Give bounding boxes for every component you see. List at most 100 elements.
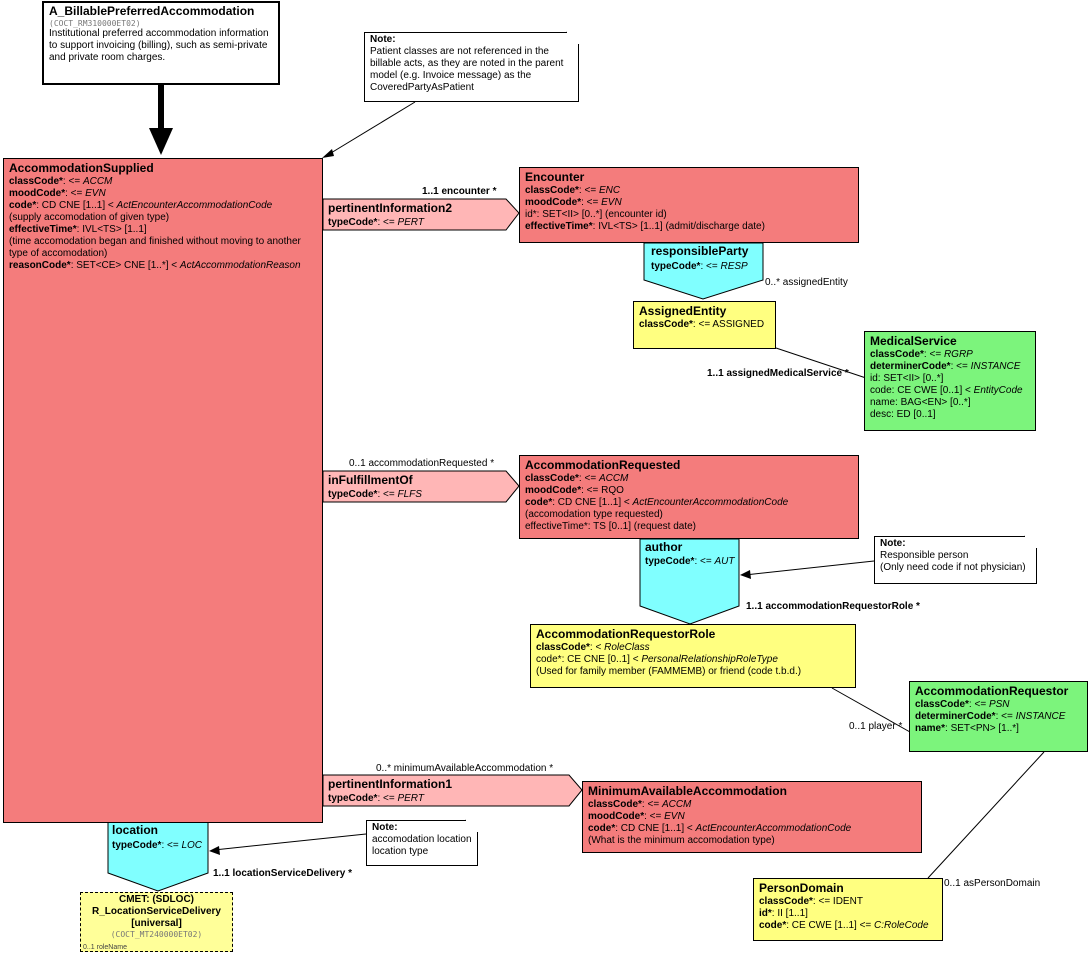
pi2-typecode-rest: : <=	[377, 217, 398, 228]
label-player: 0..1 player *	[849, 721, 903, 732]
note-location-title: Note:	[372, 822, 398, 833]
ma-code-name: code*	[588, 823, 616, 834]
pd-code-name: code*	[759, 920, 787, 931]
ar-classcode-value: ACCM	[598, 473, 629, 484]
label-encounter: 1..1 encounter *	[422, 186, 497, 197]
author-title: author	[645, 540, 683, 554]
location-typecode: typeCode*: <= LOC	[112, 840, 202, 851]
pd-classcode-rest: : <= IDENT	[812, 896, 863, 907]
accommodation-requestor-title: AccommodationRequestor	[915, 684, 1069, 698]
rp-typecode-name: typeCode*	[651, 261, 701, 272]
au-typecode-value: AUT	[714, 556, 735, 567]
cmet-id: (COCT_MT240000ET02)	[110, 930, 203, 939]
accommodation-requested-class: AccommodationRequested classCode*: <= AC…	[519, 455, 859, 539]
pd-classcode-name: classCode*	[759, 896, 813, 907]
ar-code-name: code*	[525, 497, 553, 508]
cmet-line3: [universal]	[131, 918, 182, 929]
assigned-entity-medical-service-line	[775, 347, 867, 379]
ms-determinercode-rest: : <=	[950, 361, 971, 372]
model-header-description: Institutional preferred accommodation in…	[49, 28, 269, 63]
pd-id-rest: : II [1..1]	[771, 908, 808, 919]
ma-classcode-name: classCode*	[588, 799, 642, 810]
rr-classcode-value: RoleClass	[604, 642, 650, 653]
note-patient-connector	[325, 101, 416, 157]
req-determinercode-value: INSTANCE	[1015, 711, 1066, 722]
ae-classcode-rest: : <= ASSIGNED	[692, 319, 765, 330]
medical-service-class: MedicalService classCode* : <= RGRP deter…	[864, 331, 1036, 431]
req-determinercode-name: determinerCode*	[915, 711, 996, 722]
cmet-location-service-delivery: CMET: (SDLOC) R_LocationServiceDelivery …	[80, 892, 233, 952]
as-code-comment: (supply accomodation of given type)	[9, 212, 170, 223]
ms-classcode-value: RGRP	[943, 349, 973, 360]
ms-code-value: EntityCode	[973, 385, 1023, 396]
req-classcode-rest: : <=	[968, 699, 989, 710]
pertinent-information1-title: pertinentInformation1	[328, 777, 453, 791]
as-moodcode-rest: : <=	[65, 188, 86, 199]
pi1-typecode-rest: : <=	[377, 793, 398, 804]
note-responsible-connector	[744, 560, 875, 576]
label-as-person-domain: 0..1 asPersonDomain	[944, 878, 1041, 889]
rr-classcode-rest: : <	[589, 642, 605, 653]
enc-moodcode-rest: : <=	[581, 197, 602, 208]
as-code-value: ActEncounterAccommodationCode	[116, 200, 273, 211]
as-classcode-value: ACCM	[82, 176, 113, 187]
rr-code-comment: (Used for family member (FAMMEMB) or fri…	[536, 666, 802, 677]
ms-determinercode-name: determinerCode*	[870, 361, 951, 372]
responsible-party-shape	[643, 242, 764, 300]
ifo-typecode-value: FLFS	[397, 489, 422, 500]
ms-determinercode-value: INSTANCE	[970, 361, 1021, 372]
ar-code-rest: : CD CNE [1..1] <	[552, 497, 633, 508]
as-moodcode-name: moodCode*	[9, 188, 66, 199]
ma-moodcode-rest: : <=	[644, 811, 665, 822]
pi2-typecode-value: PERT	[397, 217, 424, 228]
pd-id-name: id*	[759, 908, 772, 919]
assigned-entity-class: AssignedEntity classCode*: <= ASSIGNED	[633, 301, 776, 349]
note-patient-title: Note:	[370, 34, 396, 45]
accommodation-supplied-title: AccommodationSupplied	[9, 161, 154, 175]
cmet-line2: R_LocationServiceDelivery	[92, 906, 221, 917]
medical-service-title: MedicalService	[870, 334, 957, 348]
loc-typecode-rest: : <=	[161, 840, 182, 851]
accommodation-requestor-role-class: AccommodationRequestorRole classCode*: <…	[530, 624, 856, 688]
as-classcode-name: classCode*	[9, 176, 63, 187]
enc-id: id*: SET<II> [0..*] (encounter id)	[525, 209, 667, 220]
note-responsible-line1: Responsible person	[880, 550, 969, 561]
ms-classcode-name: classCode*	[870, 349, 924, 360]
note-responsible-arrowhead	[740, 570, 751, 579]
enc-moodcode-value: EVN	[601, 197, 622, 208]
note-location-line1: accomodation location	[372, 834, 472, 845]
pertinent-information1-shape	[322, 774, 583, 807]
label-accommodation-requestor-role: 1..1 accommodationRequestorRole *	[746, 601, 920, 612]
model-header-title: A_BillablePreferredAccommodation	[49, 4, 255, 18]
location-title: location	[112, 823, 159, 837]
label-location-service-delivery: 1..1 locationServiceDelivery *	[213, 868, 352, 879]
as-reasoncode-name: reasonCode*	[9, 260, 71, 271]
note-location-connector	[213, 833, 367, 851]
responsible-party-title: responsibleParty	[651, 244, 749, 258]
model-header-id: (COCT_RM310000ET02)	[49, 19, 141, 28]
pi1-typecode-value: PERT	[397, 793, 424, 804]
responsible-party-typecode: typeCode*: <= RESP	[651, 261, 748, 272]
in-fulfillment-of-shape	[322, 470, 520, 503]
as-effectivetime-name: effectiveTime*	[9, 224, 77, 235]
author-typecode: typeCode*: <= AUT	[645, 556, 734, 567]
ar-moodcode-name: moodCode*	[525, 485, 582, 496]
person-domain-class: PersonDomain classCode*: <= IDENT id*: I…	[753, 878, 943, 941]
ifo-typecode-rest: : <=	[377, 489, 398, 500]
rp-typecode-value: RESP	[720, 261, 748, 272]
au-typecode-rest: : <=	[694, 556, 715, 567]
ifo-typecode-name: typeCode*	[328, 489, 378, 500]
requestor-person-domain-line	[927, 751, 1045, 879]
loc-typecode-value: LOC	[181, 840, 203, 851]
note-patient-classes: Note: Patient classes are not referenced…	[364, 32, 579, 102]
as-code-name: code*	[9, 200, 37, 211]
encounter-class: Encounter classCode*: <= ENC moodCode*: …	[519, 167, 859, 243]
note-patient-text: Patient classes are not referenced in th…	[370, 46, 564, 93]
header-arrow-head	[149, 128, 173, 155]
req-name-name: name*	[915, 723, 946, 734]
in-fulfillment-of-typecode: typeCode*: <= FLFS	[328, 489, 422, 500]
pd-code-rest: : CE CWE [1..1] <=	[786, 920, 875, 931]
accommodation-supplied-class: AccommodationSupplied classCode*: <= ACC…	[3, 158, 323, 823]
ar-effectivetime: effectiveTime*: TS [0..1] (request date)	[525, 521, 697, 532]
